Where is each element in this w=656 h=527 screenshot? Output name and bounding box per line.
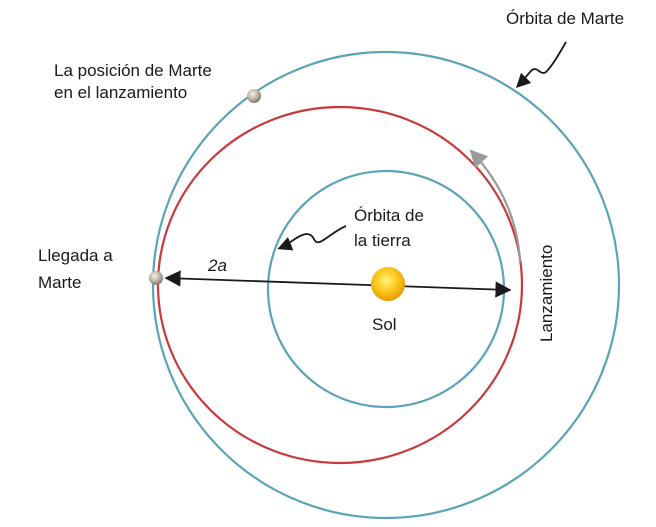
- mars-launch-position-label-line1: La posición de Marte: [54, 61, 212, 80]
- launch-direction-arrow: [469, 149, 522, 263]
- transfer-orbit: [156, 105, 524, 465]
- mars-launch-planet-icon: [247, 89, 261, 103]
- major-axis-label: 2a: [207, 256, 227, 275]
- arrival-label-line1: Llegada a: [38, 246, 113, 265]
- mars-orbit-pointer-arrow: [515, 41, 567, 89]
- mars-launch-position-label-line2: en el lanzamiento: [54, 83, 187, 102]
- arrival-label-line2: Marte: [38, 273, 81, 292]
- major-axis-arrow: [164, 270, 512, 298]
- earth-orbit-label-line1: Órbita de: [354, 206, 424, 225]
- earth-orbit-label-line2: la tierra: [354, 231, 411, 250]
- mars-arrival-planet-icon: [149, 271, 163, 285]
- sun-label: Sol: [372, 315, 397, 334]
- launch-label: Lanzamiento: [537, 245, 556, 342]
- mars-orbit-label: Órbita de Marte: [506, 9, 624, 28]
- sun-icon: [371, 267, 405, 301]
- earth-orbit-pointer-arrow: [277, 225, 347, 251]
- mars-orbit: [151, 50, 621, 520]
